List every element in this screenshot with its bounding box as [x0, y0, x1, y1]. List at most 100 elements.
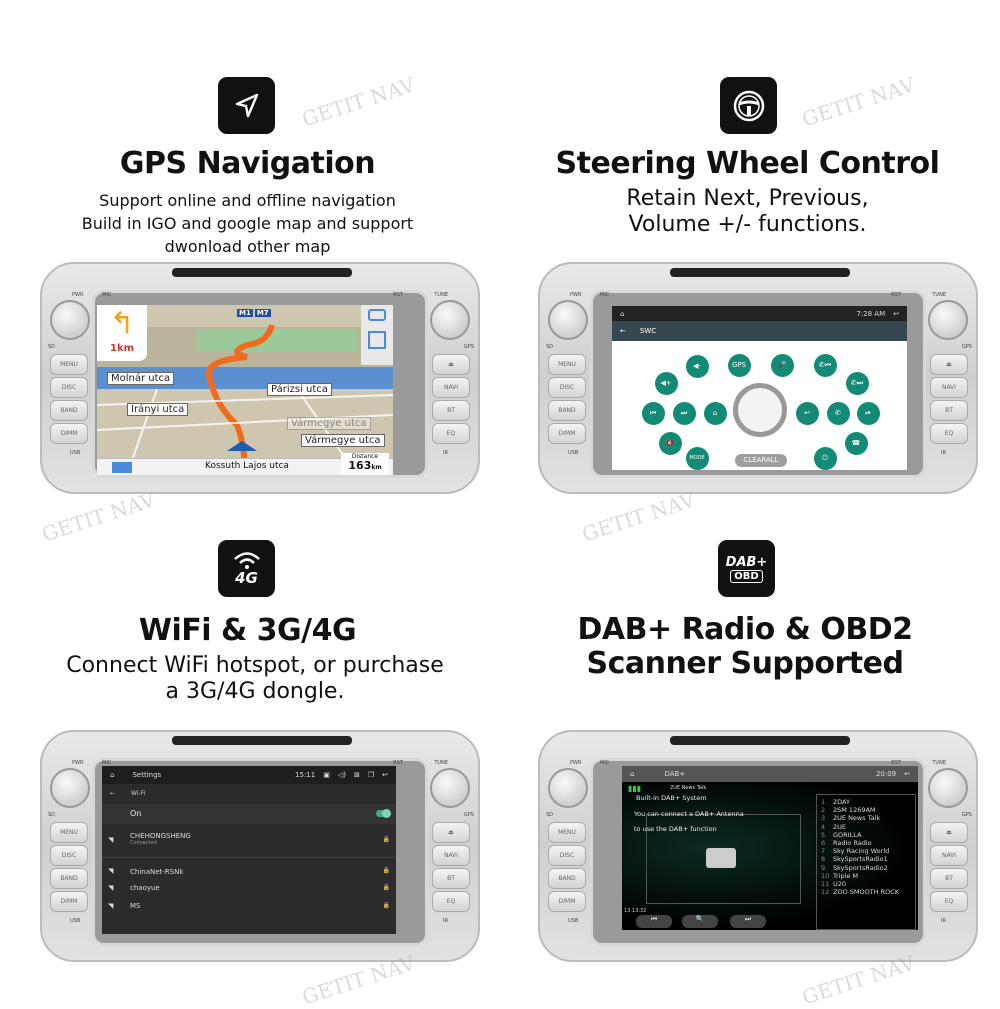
rst-label: RST [393, 760, 403, 766]
close-app-icon[interactable]: ⊠ [353, 771, 360, 779]
hw-button-right[interactable]: NAVI [930, 845, 968, 866]
hw-button-left[interactable]: MENU [50, 354, 88, 375]
home-icon[interactable]: ⌂ [110, 771, 115, 779]
tune-knob[interactable] [928, 300, 968, 340]
wifi-toggle-row[interactable]: On [102, 804, 396, 824]
hw-button-right[interactable]: BT [930, 868, 968, 889]
swc-gps-button[interactable]: GPS [727, 353, 751, 377]
swc-next-button[interactable]: ⏭ [672, 401, 696, 425]
hw-button-right[interactable]: EQ [930, 423, 968, 444]
back-icon[interactable]: ↩ [893, 309, 899, 318]
next-station-button[interactable]: ⏭ [730, 915, 766, 928]
recent-apps-icon[interactable]: ❐ [367, 771, 375, 779]
power-knob[interactable] [548, 768, 588, 808]
home-icon[interactable]: ⌂ [630, 770, 635, 778]
swc-play-pause-button[interactable]: ⏯ [856, 401, 880, 425]
map-side-buttons[interactable] [361, 305, 393, 365]
wifi-network-item[interactable]: ◥MS🔒 [102, 898, 396, 916]
tune-knob[interactable] [928, 768, 968, 808]
hw-button-left[interactable]: DISC [50, 845, 88, 866]
hw-button-left[interactable]: DIMM [50, 423, 88, 444]
volume-icon[interactable]: ◁) [337, 771, 346, 779]
hw-button-right[interactable]: ⏏ [930, 822, 968, 843]
back-arrow-icon[interactable]: ← [620, 327, 626, 335]
hw-button-right[interactable]: ⏏ [930, 354, 968, 375]
hw-button-left[interactable]: DISC [50, 377, 88, 398]
hw-button-right[interactable]: EQ [432, 423, 470, 444]
swc-vol-down-button[interactable]: ◀- [685, 354, 709, 378]
hw-button-left[interactable]: DIMM [50, 891, 88, 912]
save-icon[interactable] [368, 331, 386, 349]
swc-call-next-button[interactable]: ✆⏭ [845, 371, 869, 395]
swc-screen[interactable]: ⌂ 7:28 AM↩ ←SWC ◀+◀-GPS🎤✆⏮✆⏭⏮⏭⌂↩✆⏯🔇MODE☎… [612, 306, 907, 470]
hw-button-left[interactable]: BAND [548, 868, 586, 889]
hw-button-right[interactable]: EQ [432, 891, 470, 912]
hw-button-right[interactable]: BT [432, 400, 470, 421]
wifi-network-item[interactable]: ◥ChinaNet-RSNk🔒 [102, 858, 396, 880]
power-knob[interactable] [50, 768, 90, 808]
swc-back-button[interactable]: ↩ [795, 401, 819, 425]
hw-button-left[interactable]: MENU [548, 822, 586, 843]
hw-button-left[interactable]: BAND [50, 400, 88, 421]
swc-home-button[interactable]: ⌂ [703, 401, 727, 425]
back-icon[interactable]: ↩ [382, 771, 388, 779]
search-button[interactable]: 🔍 [682, 915, 718, 928]
camera-icon[interactable]: ▣ [323, 771, 330, 779]
hw-button-right[interactable]: ⏏ [432, 822, 470, 843]
swc-mode-button[interactable]: MODE [685, 446, 709, 470]
home-icon[interactable]: ⌂ [620, 309, 625, 318]
hw-button-right[interactable]: NAVI [432, 845, 470, 866]
power-knob[interactable] [50, 300, 90, 340]
swc-mute-button[interactable]: 🔇 [658, 431, 682, 455]
dab-radio-screen[interactable]: ⌂DAB+ 20:09↩ ▮▮▮ 2UE News Talk Built-in … [622, 766, 918, 930]
layers-icon[interactable] [368, 309, 386, 321]
hw-button-right[interactable]: BT [930, 400, 968, 421]
hw-button-left[interactable]: BAND [548, 400, 586, 421]
swc-prev-button[interactable]: ⏮ [641, 401, 665, 425]
hw-button-left[interactable]: MENU [50, 822, 88, 843]
wifi-toggle[interactable] [376, 809, 391, 818]
menu-icon[interactable] [112, 462, 132, 473]
swc-answer-button[interactable]: ✆ [826, 401, 850, 425]
hw-button-left[interactable]: MENU [548, 354, 586, 375]
back-icon[interactable]: ↩ [904, 770, 910, 778]
hw-button-left[interactable]: DIMM [548, 891, 586, 912]
clear-all-button[interactable]: CLEARALL [735, 454, 787, 467]
power-knob[interactable] [548, 300, 588, 340]
hw-button-right[interactable]: BT [432, 868, 470, 889]
wifi-network-item[interactable]: ◥chaoyue🔒 [102, 880, 396, 898]
hw-button-left[interactable]: BAND [50, 868, 88, 889]
tune-knob[interactable] [430, 768, 470, 808]
swc-vol-up-button[interactable]: ◀+ [654, 371, 678, 395]
hw-button-right[interactable]: NAVI [432, 377, 470, 398]
hw-button-left[interactable]: DISC [548, 845, 586, 866]
hw-button-left[interactable]: DISC [548, 377, 586, 398]
swc-call-prev-button[interactable]: ✆⏮ [813, 353, 837, 377]
wifi-settings-screen[interactable]: ⌂Settings 15:11 ▣◁)⊠❐↩ ←Wi-Fi On ◥CHEHON… [102, 766, 396, 934]
back-arrow-icon[interactable]: ← [110, 790, 116, 797]
hw-button-right[interactable]: ⏏ [432, 354, 470, 375]
gps-map-screen[interactable]: ↰ 1km M1 M7 Molnár utca Párizsi utca Irá… [97, 305, 393, 475]
swc-power-button[interactable]: ⏻ [813, 446, 837, 470]
tune-knob[interactable] [430, 300, 470, 340]
hw-button-left[interactable]: DIMM [548, 423, 586, 444]
swc-hang-up-button[interactable]: ☎ [844, 431, 868, 455]
hw-button-right[interactable]: NAVI [930, 377, 968, 398]
swc-voice-button[interactable]: 🎤 [770, 353, 794, 377]
hw-button-right[interactable]: EQ [930, 891, 968, 912]
previous-station-button[interactable]: ⏮ [636, 915, 672, 928]
